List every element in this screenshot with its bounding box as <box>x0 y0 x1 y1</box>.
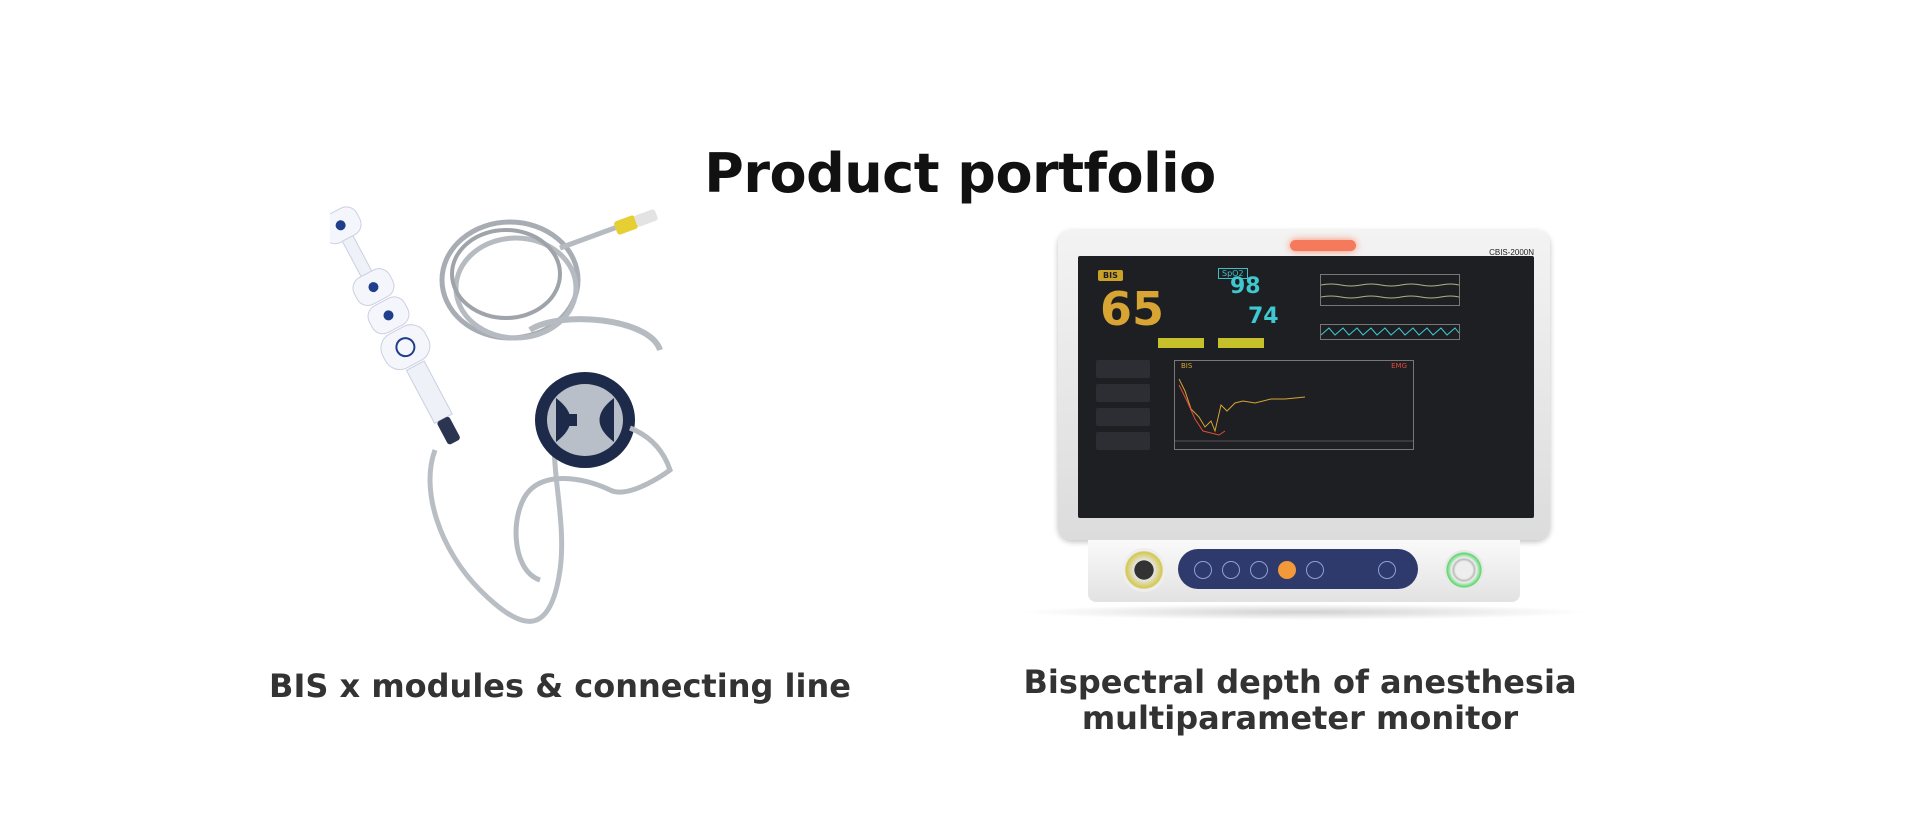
power-button[interactable] <box>1378 561 1396 579</box>
alarm-silence-button[interactable] <box>1278 561 1296 579</box>
eeg-trace <box>1320 283 1460 299</box>
spo2-tag: SpO2 <box>1218 268 1248 279</box>
bis-sensor-illustration <box>319 206 673 624</box>
power-knob[interactable] <box>1444 550 1484 590</box>
bis-trend-trace <box>1175 378 1413 442</box>
monitor-caption-line2: multiparameter monitor <box>1081 699 1519 737</box>
monitor-screen: BIS 65 SpO2 98 74 BIS <box>1078 256 1534 518</box>
control-panel <box>1178 549 1418 589</box>
menu-trend-button[interactable] <box>1096 408 1150 426</box>
navigation-knob[interactable] <box>1122 548 1166 592</box>
pleth-waveform <box>1320 324 1460 340</box>
monitor-caption: Bispectral depth of anesthesia multipara… <box>1000 664 1600 736</box>
trend-label: BIS <box>1181 362 1193 370</box>
menu-monitor-button[interactable] <box>1096 432 1150 450</box>
pr-value: 74 <box>1248 304 1279 329</box>
bis-trend-panel: BIS EMG <box>1174 360 1414 450</box>
menu-mute-button[interactable] <box>1096 384 1150 402</box>
eeg-waveform <box>1320 274 1460 306</box>
bis-sensor-image <box>319 170 790 640</box>
bis-value: 65 <box>1100 282 1165 336</box>
spo2-value: 98 <box>1230 274 1261 299</box>
page-title: Product portfolio <box>704 142 1216 206</box>
panel-button[interactable] <box>1194 561 1212 579</box>
pleth-trace <box>1320 327 1460 336</box>
monitor-image: CBIS-2000N BIS 65 SpO2 98 74 <box>1018 222 1590 632</box>
sensor-caption: BIS x modules & connecting line <box>269 667 851 705</box>
panel-button[interactable] <box>1222 561 1240 579</box>
emg-label: EMG <box>1391 362 1407 370</box>
monitor-frame: CBIS-2000N BIS 65 SpO2 98 74 <box>1058 230 1550 540</box>
panel-button[interactable] <box>1250 561 1268 579</box>
monitor-shadow <box>1018 604 1590 620</box>
status-bar <box>1218 338 1264 348</box>
bis-tag: BIS <box>1098 270 1123 281</box>
alarm-light <box>1290 240 1356 251</box>
monitor-model: CBIS-2000N <box>1489 248 1534 257</box>
panel-button[interactable] <box>1306 561 1324 579</box>
menu-home-button[interactable] <box>1096 360 1150 378</box>
monitor-base <box>1088 540 1520 602</box>
status-bar <box>1158 338 1204 348</box>
monitor-caption-line1: Bispectral depth of anesthesia <box>1023 663 1577 701</box>
